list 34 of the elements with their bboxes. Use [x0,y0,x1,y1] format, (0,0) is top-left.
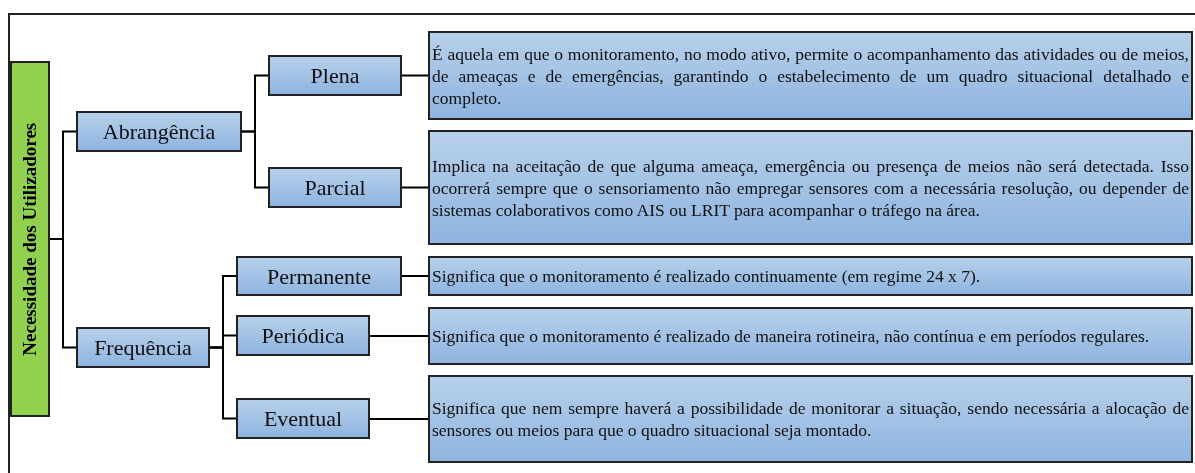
category-box [76,327,210,368]
category-box [268,167,402,208]
category-label: Eventual [263,405,343,433]
category-label: Permanente [267,262,371,291]
connector-line [369,418,429,420]
root-label: Necessidade dos Utilizadores [17,122,41,356]
connector-line [209,346,237,420]
description-box [428,375,1193,463]
category-box [236,398,370,439]
connector-line [401,74,429,77]
category-box [236,315,370,356]
category-label: Parcial [304,174,366,202]
category-box [76,111,242,152]
connector-line [241,130,269,189]
description-text: Significa que o monitoramento é realizado de maneira rotineira, não contínua e em períodos regulares. [432,325,1151,347]
description-text: É aquela em que o monitoramento, no modo ativo, permite o acompanhamento das atividades ou de meios, de ameaças e de emergências, garantindo o estabelecimento de um quadro situacional detalhado e completo. [432,42,1189,109]
connector-line [49,238,77,349]
category-box [236,256,402,296]
category-label: Periódica [261,322,345,350]
root-box [10,61,50,417]
connector-line [401,275,429,277]
description-text: Significa que o monitoramento é realizado continuamente (em regime 24 x 7). [432,265,982,287]
connector-line [369,335,429,337]
description-text: Implica na aceitação de que alguma ameaça, emergência ou presença de meios não será detectada. Isso ocorrerá sempre que o sensoriamento não empregar sensores com a necessária resolução, ou depender de sistemas colaborativos como AIS ou LRIT para acompanhar o tráfego na área. [432,154,1189,221]
description-box [428,256,1193,296]
description-text: Significa que nem sempre haverá a possibilidade de monitorar a situação, sendo necessária a alocação de sensores ou meios para que o quadro situacional seja montado. [432,397,1189,441]
description-box [428,31,1193,120]
category-label: Frequência [94,334,192,362]
category-label: Abrangência [102,118,216,146]
connector-line [401,186,429,189]
description-box [428,307,1193,365]
description-box [428,130,1193,245]
category-label: Plena [310,62,360,90]
category-box [268,55,402,96]
